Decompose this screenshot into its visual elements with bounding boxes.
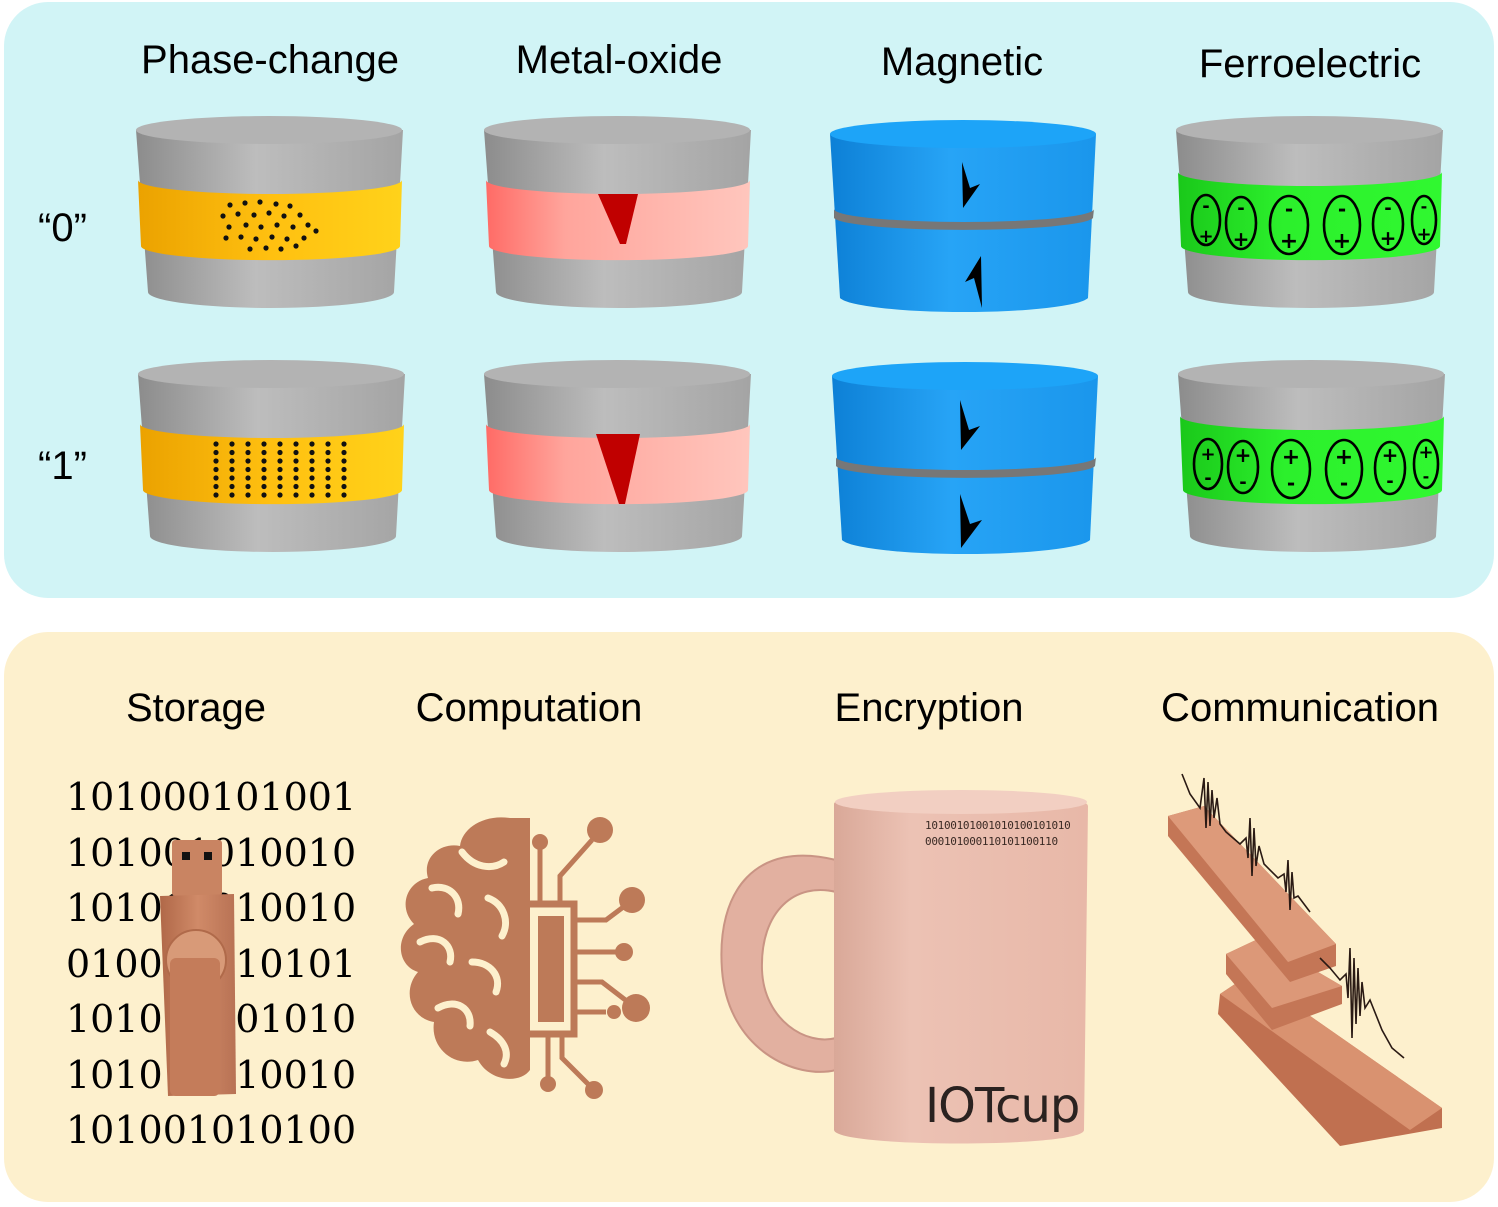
svg-text:-: - [1421, 197, 1428, 216]
svg-text:+: + [1335, 445, 1353, 470]
svg-text:-: - [1340, 471, 1348, 495]
svg-text:-: - [1386, 471, 1393, 492]
mug-icon [720, 790, 1088, 1144]
metal-oxide-cell-0 [484, 116, 751, 308]
svg-text:+: + [1282, 445, 1300, 470]
svg-text:-: - [1423, 467, 1430, 486]
title-storage: Storage [125, 686, 267, 730]
svg-text:-: - [1384, 198, 1391, 219]
ferroelectric-cell-1: +- +- +- +- +- +- [1178, 360, 1445, 552]
mug-brand-text: IOTcup [925, 1078, 1080, 1134]
mug-code-line: 10100101001010100101010 [925, 819, 1071, 832]
svg-text:-: - [1285, 197, 1293, 221]
svg-text:+: + [1380, 226, 1397, 250]
title-magnetic: Magnetic [880, 40, 1044, 84]
svg-text:-: - [1338, 197, 1346, 221]
phase-change-cell-0 [136, 116, 403, 308]
svg-text:+: + [1382, 443, 1399, 467]
title-phase-change: Phase-change [141, 38, 399, 82]
svg-text:-: - [1287, 471, 1295, 495]
svg-text:+: + [1235, 443, 1252, 467]
title-metal-oxide: Metal-oxide [515, 38, 723, 82]
ferroelectric-cell-0: - + - + - + - + - + - + [1176, 116, 1443, 308]
svg-text:-: - [1237, 198, 1244, 219]
binary-line: 101000101001 [66, 775, 357, 819]
svg-text:-: - [1204, 468, 1211, 489]
phase-change-cell-1 [138, 360, 405, 552]
svg-text:+: + [1233, 227, 1250, 251]
state-label-0: “0” [38, 206, 87, 250]
svg-text:+: + [1418, 442, 1433, 463]
metal-oxide-cell-1 [484, 360, 751, 552]
title-computation: Computation [415, 686, 643, 730]
mug-binary-print: 10100101001010100101010 0001010001101011… [925, 818, 1071, 850]
svg-text:+: + [1200, 444, 1215, 465]
magnetic-cell-1 [832, 362, 1098, 554]
title-ferroelectric: Ferroelectric [1198, 42, 1422, 86]
svg-text:+: + [1333, 229, 1351, 254]
svg-text:-: - [1239, 472, 1246, 493]
mug-code-line: 000101000110101100110 [925, 835, 1058, 848]
svg-text:-: - [1202, 196, 1209, 217]
state-label-1: “1” [38, 444, 87, 488]
magnetic-cell-0 [830, 120, 1096, 312]
title-encryption: Encryption [834, 686, 1024, 730]
waveguide-beams-icon [1168, 773, 1442, 1146]
svg-text:+: + [1198, 226, 1213, 247]
binary-line: 101001010100 [66, 1108, 357, 1152]
brain-circuit-icon [400, 817, 650, 1099]
svg-text:+: + [1280, 229, 1298, 254]
title-communication: Communication [1161, 686, 1439, 730]
svg-text:+: + [1416, 224, 1431, 245]
usb-drive-icon [160, 840, 236, 1096]
